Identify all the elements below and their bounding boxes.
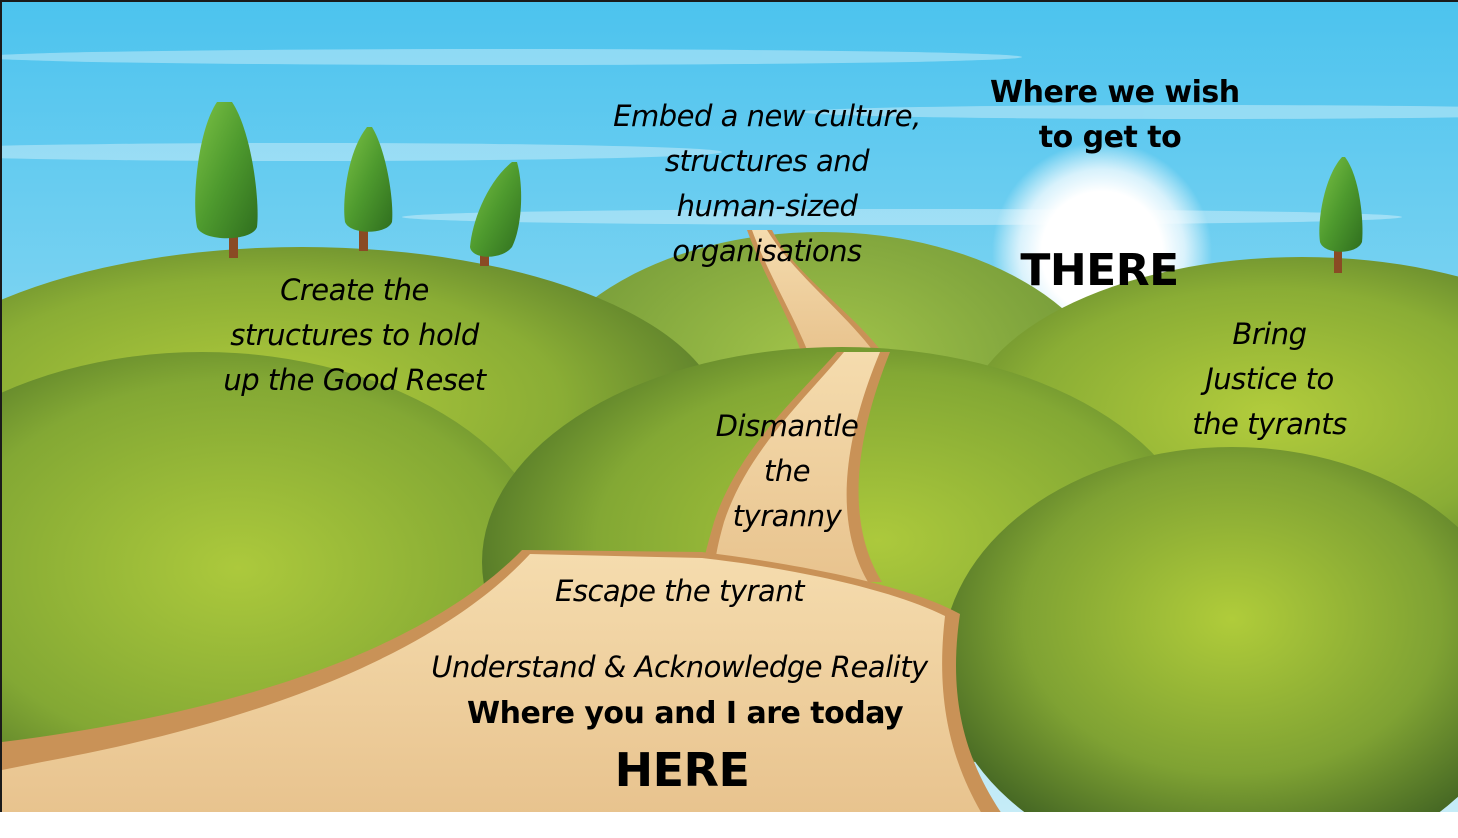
here-title: HERE bbox=[614, 743, 750, 797]
origin-caption: Where you and I are today bbox=[467, 696, 904, 731]
hills-landscape-illustration bbox=[2, 2, 1458, 812]
tree-icon bbox=[1319, 157, 1363, 273]
tree-icon bbox=[470, 162, 522, 266]
step-dismantle-tyranny: Dismantle the tyranny bbox=[715, 409, 859, 533]
step-create-structures: Create the structures to hold up the Goo… bbox=[223, 273, 486, 397]
step-bring-justice: Bring Justice to the tyrants bbox=[1192, 317, 1347, 441]
tree-icon bbox=[195, 102, 258, 258]
there-title: THERE bbox=[1020, 245, 1179, 296]
step-embed-culture: Embed a new culture, structures and huma… bbox=[613, 99, 921, 268]
tree-icon bbox=[344, 127, 393, 251]
destination-caption: Where we wish to get to bbox=[990, 75, 1240, 155]
step-understand-reality: Understand & Acknowledge Reality bbox=[431, 650, 928, 684]
illustration-scene: Where we wish to get to THERE Embed a ne… bbox=[0, 0, 1458, 812]
step-escape-tyrant: Escape the tyrant bbox=[555, 574, 804, 608]
